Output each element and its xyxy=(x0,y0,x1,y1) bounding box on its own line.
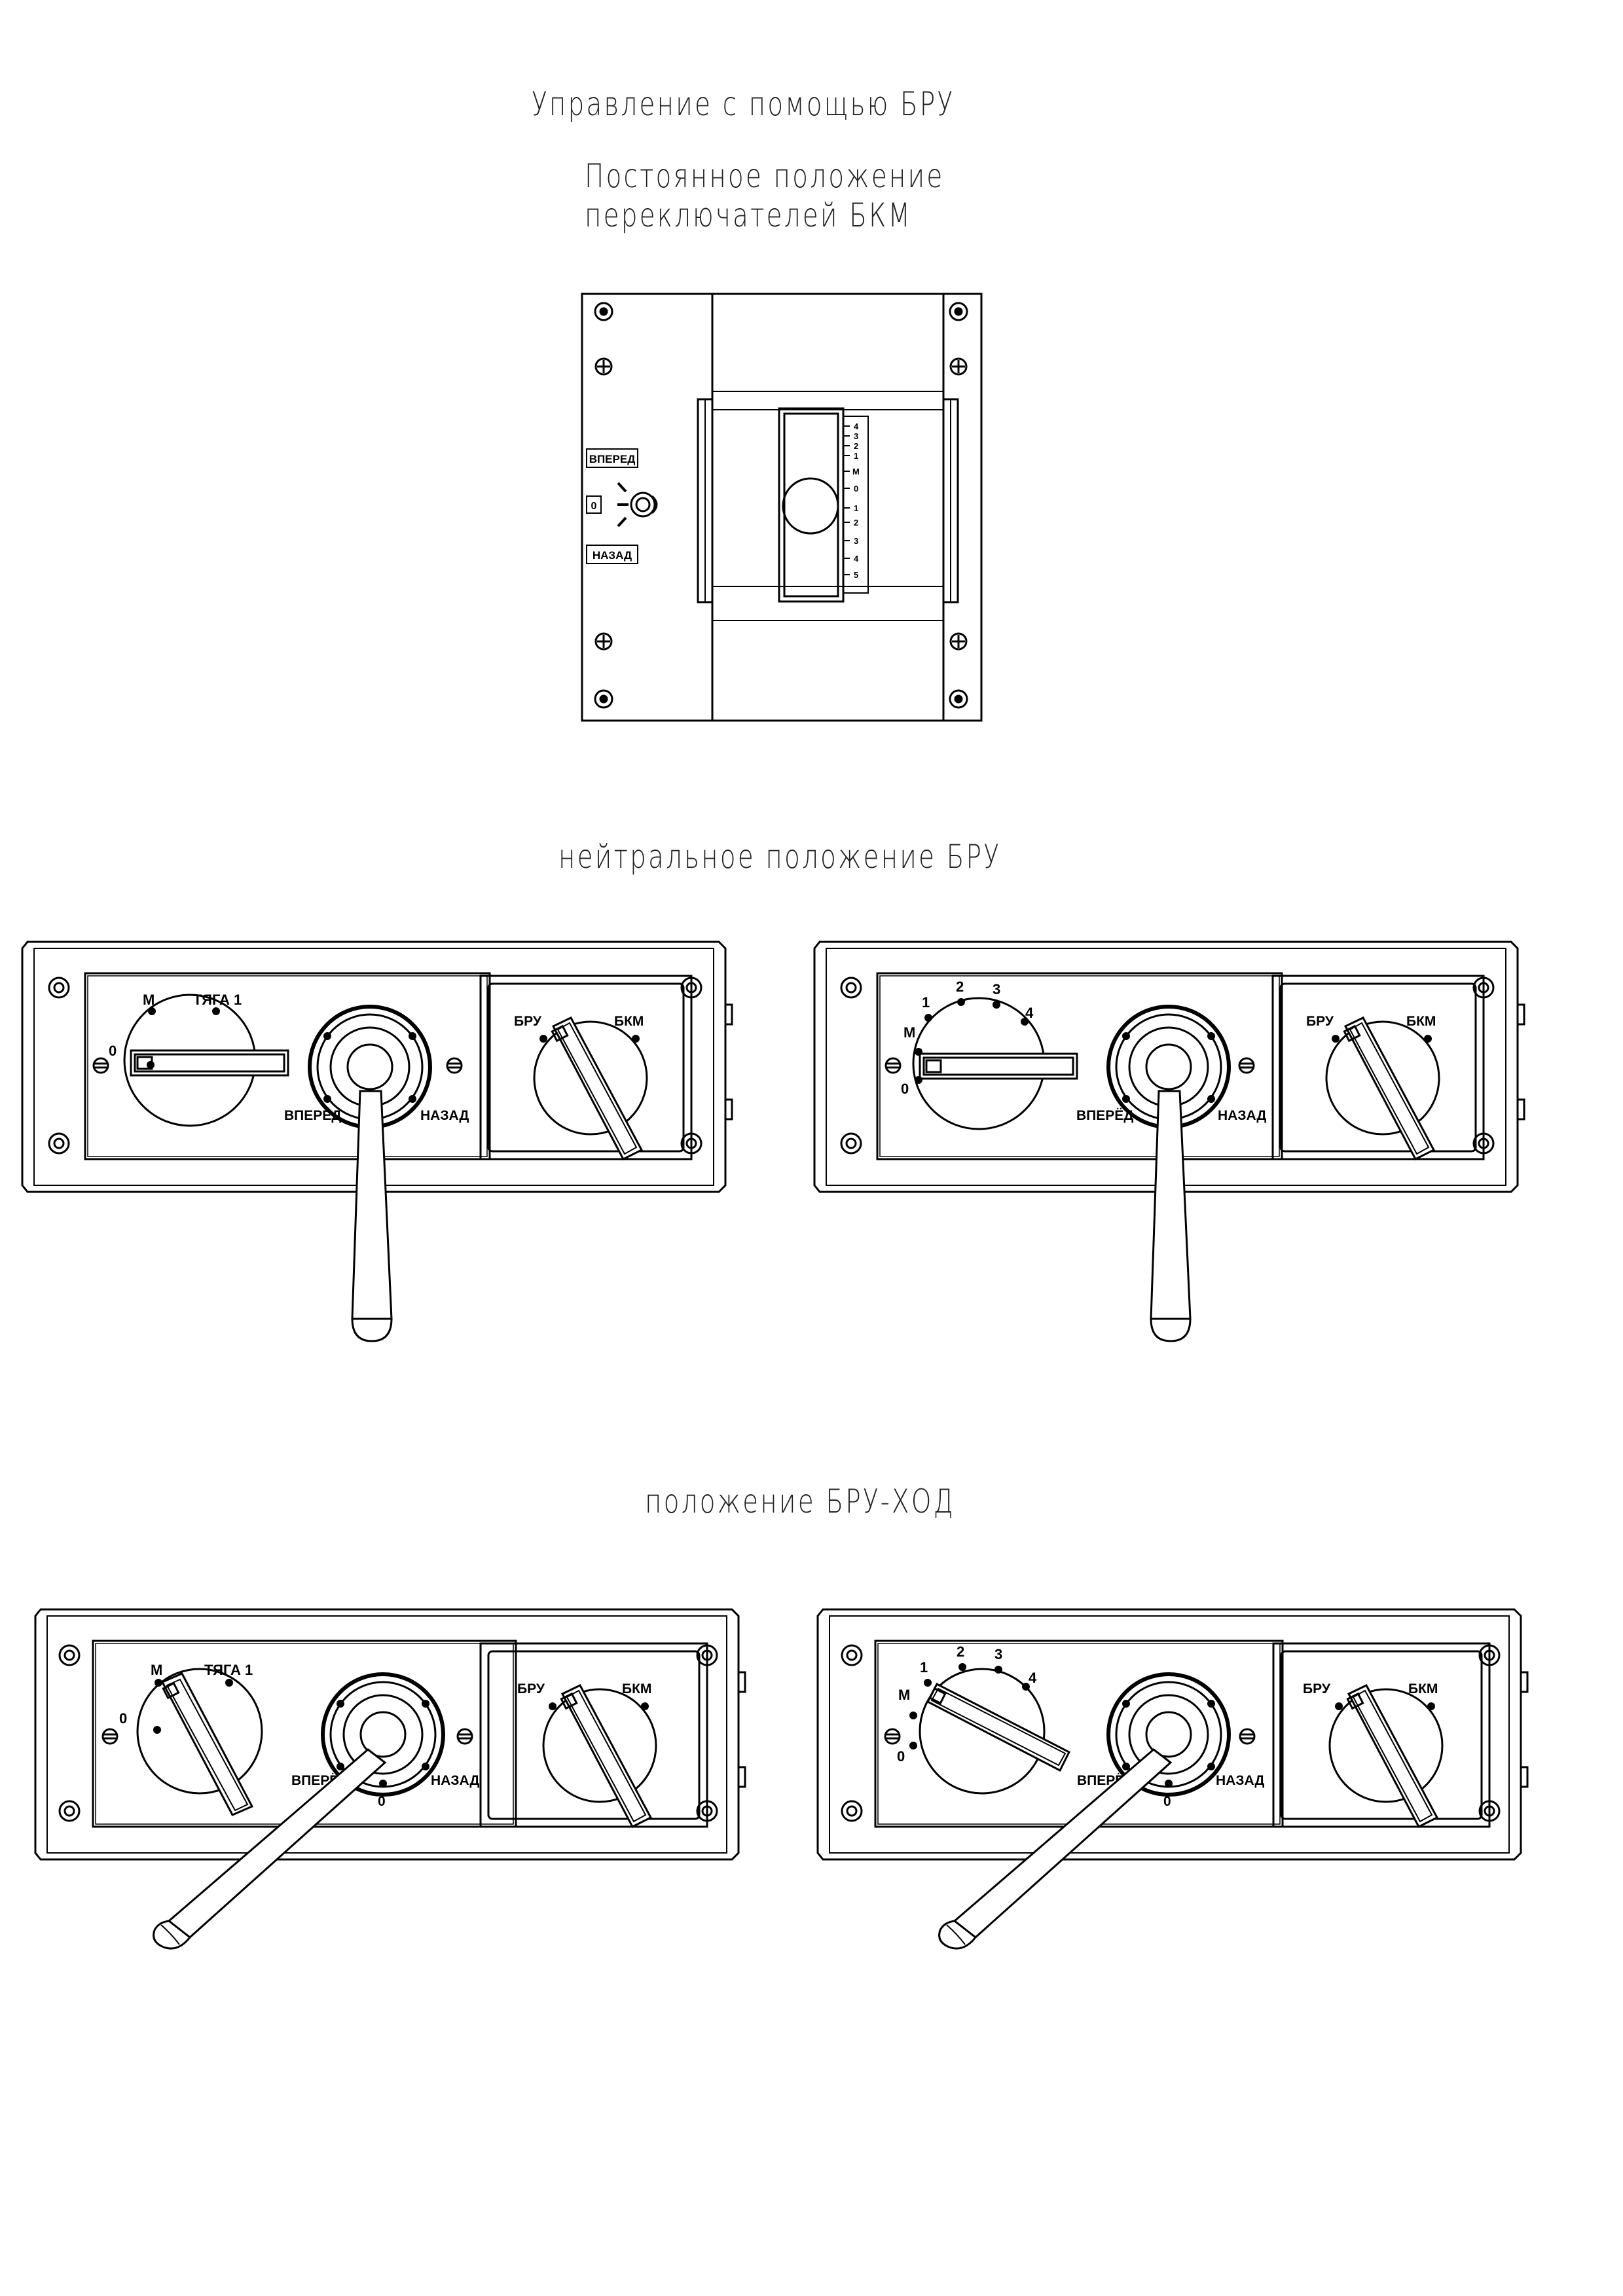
label-forward: ВПЕРЁД xyxy=(284,1108,341,1123)
svg-text:М: М xyxy=(852,467,860,476)
bru-bkm-selector[interactable] xyxy=(1325,1016,1440,1160)
label-zero: 0 xyxy=(119,1710,127,1727)
slotted-screw-icon xyxy=(884,1057,1255,1074)
rotary-switch-icon[interactable] xyxy=(123,994,289,1127)
label-m: М xyxy=(898,1687,910,1703)
label-traction1: ТЯГА 1 xyxy=(193,992,242,1008)
svg-text:1: 1 xyxy=(854,451,858,461)
label-bru: БРУ xyxy=(1306,1014,1334,1029)
bkm-zero-label: 0 xyxy=(591,501,597,512)
label-bru: БРУ xyxy=(1303,1681,1331,1696)
svg-text:4: 4 xyxy=(854,422,859,431)
label-bkm: БКМ xyxy=(614,1014,644,1029)
label-traction1: ТЯГА 1 xyxy=(204,1662,253,1678)
screw-icon xyxy=(48,977,702,1155)
bkm-panel: ВПЕРЕД 0 НАЗАД 4 3 2 1 М 0 1 2 3 xyxy=(581,293,983,722)
label-2: 2 xyxy=(956,978,964,995)
screw-icon xyxy=(594,302,968,709)
label-bru: БРУ xyxy=(514,1014,542,1029)
label-m: М xyxy=(151,1662,162,1678)
label-backward: НАЗАД xyxy=(1216,1773,1264,1788)
bru-bkm-selector[interactable] xyxy=(533,1016,648,1160)
svg-text:0: 0 xyxy=(854,484,858,493)
label-3: 3 xyxy=(994,1646,1002,1662)
label-forward: ВПЕРЁД xyxy=(1076,1108,1133,1123)
label-zero: 0 xyxy=(897,1748,905,1765)
main-title: Управление с помощью БРУ xyxy=(532,85,955,123)
label-backward: НАЗАД xyxy=(431,1773,479,1788)
label-bkm: БКМ xyxy=(622,1681,651,1696)
reverser-handle-icon[interactable] xyxy=(351,1090,393,1342)
label-2: 2 xyxy=(957,1643,964,1660)
slotted-screw-icon xyxy=(884,1728,1256,1745)
label-bkm: БКМ xyxy=(1406,1014,1436,1029)
bkm-forward-label: ВПЕРЕД xyxy=(589,453,636,465)
slotted-screw-icon xyxy=(92,1057,463,1074)
label-zero-dial: 0 xyxy=(1163,1794,1171,1809)
label-1: 1 xyxy=(920,1659,928,1676)
rotary-switch-icon[interactable] xyxy=(919,1668,1071,1795)
motion-position-title: положение БРУ-ХОД xyxy=(645,1482,955,1520)
panel-motion-positions: М 1 2 3 4 0 ВПЕРЁД 0 НАЗАД БРУ БКМ xyxy=(816,1608,1529,1950)
bru-bkm-selector[interactable] xyxy=(542,1684,657,1828)
bkm-backward-label: НАЗАД xyxy=(593,549,632,562)
rotary-switch-icon[interactable] xyxy=(136,1668,263,1816)
label-m: М xyxy=(903,1024,915,1041)
label-4: 4 xyxy=(1029,1670,1037,1686)
label-zero: 0 xyxy=(901,1081,909,1097)
label-m: М xyxy=(143,992,155,1008)
svg-text:3: 3 xyxy=(854,431,858,441)
rotary-switch-icon[interactable] xyxy=(912,997,1078,1130)
label-4: 4 xyxy=(1025,1005,1034,1021)
label-bru: БРУ xyxy=(517,1681,545,1696)
label-backward: НАЗАД xyxy=(420,1108,469,1123)
label-zero: 0 xyxy=(109,1043,117,1059)
panel-motion-traction: М ТЯГА 1 0 ВПЕРЁД 0 НАЗАД БРУ БКМ xyxy=(34,1608,746,1950)
svg-text:2: 2 xyxy=(854,441,858,451)
screw-icon xyxy=(841,1644,1501,1822)
panel-neutral-traction: М ТЯГА 1 0 ВПЕРЁД НАЗАД БРУ БКМ xyxy=(21,941,733,1342)
screw-icon xyxy=(58,1644,718,1822)
reverser-handle-icon[interactable] xyxy=(1150,1090,1192,1342)
label-3: 3 xyxy=(993,981,1000,997)
panel-neutral-positions: М 1 2 3 4 0 ВПЕРЁД НАЗАД БРУ БКМ xyxy=(813,941,1525,1342)
svg-text:1: 1 xyxy=(854,503,858,513)
neutral-position-title: нейтральное положение БРУ xyxy=(558,838,1002,876)
label-zero-dial: 0 xyxy=(378,1794,386,1809)
svg-text:3: 3 xyxy=(854,536,858,546)
svg-text:5: 5 xyxy=(854,570,858,580)
reverser-dial[interactable] xyxy=(321,1672,445,1797)
controller-scale: 4 3 2 1 М 0 1 2 3 4 5 xyxy=(843,422,860,580)
svg-text:4: 4 xyxy=(854,554,859,564)
screw-icon xyxy=(840,977,1495,1155)
reverser-handle-icon[interactable] xyxy=(938,1748,1173,1950)
subtitle-line-1: Постоянное положение xyxy=(585,157,945,195)
svg-text:2: 2 xyxy=(854,518,858,528)
reverser-handle-icon[interactable] xyxy=(153,1748,387,1950)
bru-bkm-selector[interactable] xyxy=(1328,1684,1444,1828)
label-bkm: БКМ xyxy=(1408,1681,1438,1696)
slotted-screw-icon xyxy=(101,1728,473,1745)
label-1: 1 xyxy=(922,994,930,1011)
label-backward: НАЗАД xyxy=(1218,1108,1266,1123)
subtitle-line-2: переключателей БКМ xyxy=(585,196,913,234)
reverser-toggle-icon[interactable] xyxy=(617,482,658,528)
